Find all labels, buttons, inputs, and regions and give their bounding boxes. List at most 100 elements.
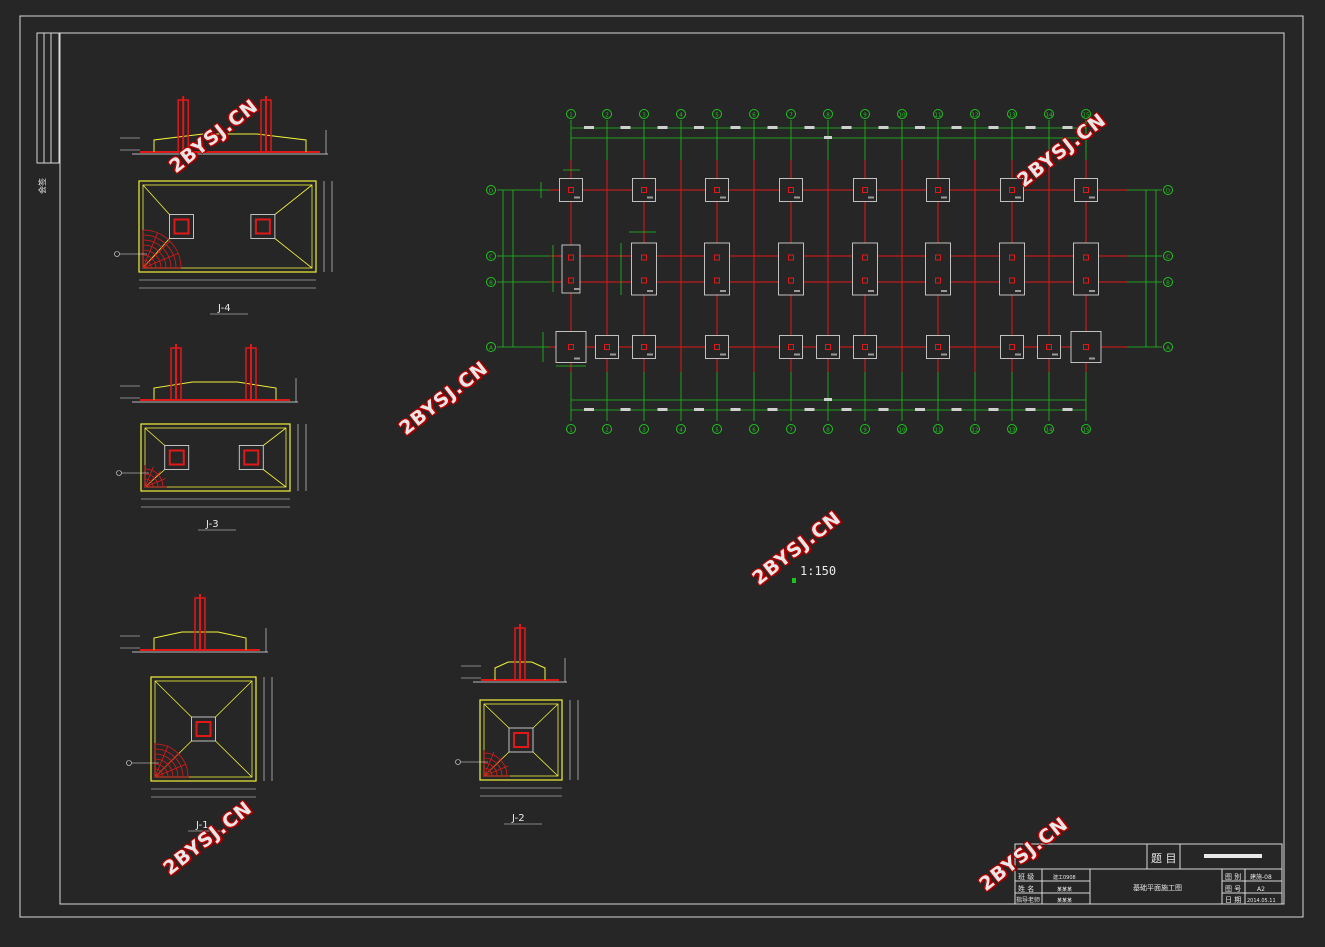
- column-stub: [935, 254, 941, 261]
- axis-bubble-right: [1163, 185, 1173, 195]
- footing-tag: [1089, 290, 1095, 292]
- axis-label-top: 10: [899, 113, 906, 119]
- footing-plan-outer: [150, 676, 257, 782]
- footing: [926, 178, 950, 202]
- tb-left-value-1: 某某某: [1057, 887, 1072, 893]
- axis-label-top: 4: [679, 113, 683, 119]
- tb-left-value-2: 某某某: [1057, 898, 1072, 904]
- axis-label-bottom: 5: [715, 428, 719, 434]
- footing-tag: [720, 196, 726, 199]
- footing-plan-inner: [483, 703, 559, 777]
- axis-label-bottom: 8: [826, 428, 830, 434]
- tb-left-label-2: 指导老师: [1016, 896, 1040, 904]
- dim-text: [1025, 408, 1036, 411]
- axis-label-left: A: [489, 346, 493, 352]
- footing: [561, 244, 581, 294]
- column-stub: [825, 344, 831, 350]
- dim-text: [694, 408, 704, 411]
- detail-J1: J-1: [120, 594, 273, 832]
- axis-label-bottom: 2: [605, 428, 609, 434]
- footing-tag: [647, 290, 653, 292]
- footing: [778, 242, 804, 296]
- footing: [559, 178, 583, 202]
- axis-bubble-top: [1081, 109, 1091, 119]
- column-stub: [862, 254, 868, 261]
- callout-bubble: [116, 470, 122, 476]
- axis-bubble-top: [860, 109, 870, 119]
- axis-bubble-top: [749, 109, 759, 119]
- foundation-plan: 1122334455667788991010111112121313141415…: [486, 109, 1173, 434]
- dim-text: [988, 408, 999, 411]
- slope-line: [263, 469, 287, 488]
- footing-tag: [1015, 196, 1021, 199]
- axis-label-right: A: [1166, 346, 1170, 352]
- axis-label-top: 12: [972, 113, 979, 119]
- axis-bubble-bottom: [676, 424, 686, 434]
- footing: [1037, 335, 1061, 359]
- column-stub: [788, 277, 794, 284]
- axis-bubble-bottom: [566, 424, 576, 434]
- footing-plan-outer: [138, 180, 317, 273]
- footing: [632, 178, 656, 202]
- footing: [1000, 335, 1024, 359]
- column-stub: [1083, 254, 1089, 261]
- axis-bubble-bottom: [933, 424, 943, 434]
- callout-bubble: [455, 759, 461, 765]
- axis-bubble-right: [1163, 342, 1173, 352]
- pedestal-rebar: [195, 721, 212, 737]
- axis-label-left: C: [489, 255, 493, 261]
- mesh-bar: [483, 765, 509, 777]
- axis-label-top: 11: [935, 113, 942, 119]
- tb-left-value-0: 建工0908: [1053, 874, 1076, 881]
- column-stub: [714, 277, 720, 284]
- footing-tag: [720, 353, 726, 356]
- mesh-bar: [142, 232, 158, 269]
- footing: [926, 335, 950, 359]
- axis-bubble-top: [1007, 109, 1017, 119]
- column-stub: [1009, 254, 1015, 261]
- column-stub: [641, 277, 647, 284]
- footing-plan-outer: [140, 423, 291, 492]
- footing-tag: [647, 353, 653, 356]
- footing-tag: [794, 353, 800, 356]
- detail-label: J-4: [217, 303, 231, 314]
- column-stub: [568, 277, 574, 284]
- title-label: 题 目: [1151, 852, 1177, 865]
- mesh-bar: [483, 751, 495, 777]
- footing-tag: [1052, 353, 1058, 356]
- axis-bubble-top: [1044, 109, 1054, 119]
- column-stub: [641, 187, 647, 193]
- footing-plan-inner: [144, 427, 287, 488]
- axis-label-bottom: 3: [642, 428, 646, 434]
- dim-text: [878, 126, 889, 129]
- mesh-bar: [483, 757, 503, 777]
- footing-tag: [868, 353, 874, 356]
- slope-line: [154, 680, 192, 718]
- axis-bubble-bottom: [897, 424, 907, 434]
- slope-line: [142, 184, 170, 215]
- footing: [779, 178, 803, 202]
- callout-bubble: [114, 251, 120, 257]
- axis-label-bottom: 14: [1046, 428, 1053, 434]
- axis-bubble-bottom: [823, 424, 833, 434]
- footing-tag: [647, 196, 653, 199]
- column-stub: [1083, 344, 1089, 350]
- axis-label-right: C: [1166, 255, 1170, 261]
- column-stub: [714, 187, 720, 193]
- footing-tag: [720, 290, 726, 292]
- pedestal-rebar: [168, 449, 185, 466]
- axis-bubble-right: [1163, 251, 1173, 261]
- tb-right-label-0: 图 别: [1225, 872, 1241, 881]
- title-bar: [1204, 854, 1262, 858]
- axis-label-bottom: 7: [789, 428, 793, 434]
- column-stub: [862, 187, 868, 193]
- axis-bubble-bottom: [860, 424, 870, 434]
- pedestal-outline: [191, 716, 216, 742]
- axis-label-top: 15: [1083, 113, 1090, 119]
- axis-bubble-bottom: [639, 424, 649, 434]
- pedestal-rebar: [243, 449, 260, 466]
- footing: [704, 242, 730, 296]
- footing: [705, 335, 729, 359]
- footing: [853, 178, 877, 202]
- footing: [779, 335, 803, 359]
